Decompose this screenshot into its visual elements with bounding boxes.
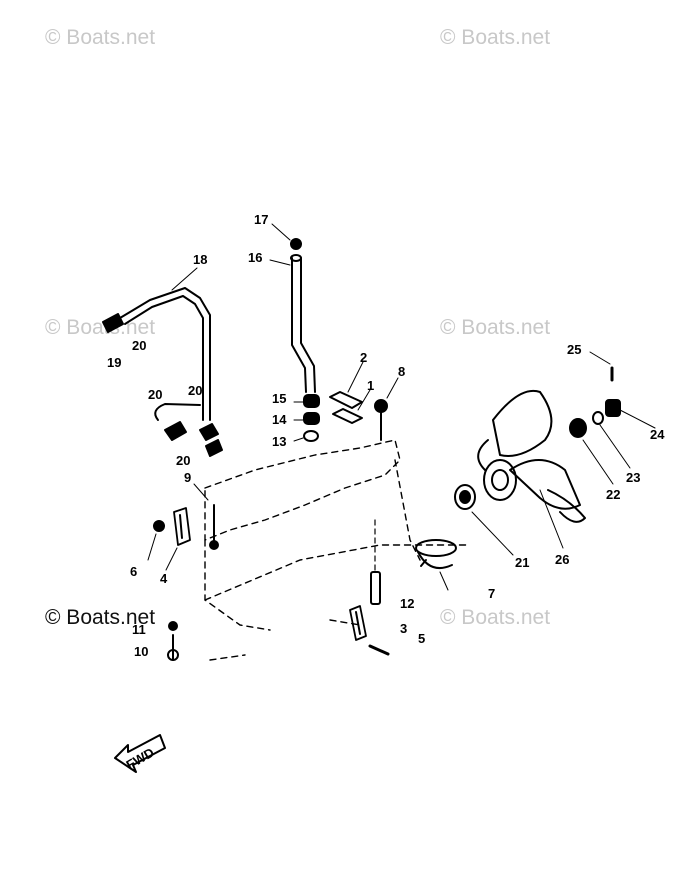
- hose: [119, 287, 211, 421]
- callout-3: 3: [400, 621, 407, 636]
- clip: [154, 403, 223, 457]
- bolt: [370, 519, 381, 605]
- water-strainer: [415, 539, 457, 569]
- callout-1: 1: [367, 378, 374, 393]
- callout-23: 23: [626, 470, 640, 485]
- plate: [329, 391, 363, 424]
- callout-24: 24: [650, 427, 665, 442]
- forward-arrow-icon: [114, 734, 166, 773]
- grommet: [290, 238, 302, 250]
- callout-5: 5: [418, 631, 425, 646]
- callout-20: 20: [132, 338, 146, 353]
- callout-16: 16: [248, 250, 262, 265]
- bolt: [374, 399, 388, 441]
- bolt: [167, 621, 179, 661]
- thrust-washer: [454, 484, 476, 510]
- callout-14: 14: [272, 412, 287, 427]
- watermark: © Boats.net: [440, 26, 551, 49]
- shift-rod: [209, 504, 219, 550]
- callout-12: 12: [400, 596, 414, 611]
- callout-8: 8: [398, 364, 405, 379]
- callout-7: 7: [488, 586, 495, 601]
- gear-case-housing: [204, 439, 471, 661]
- callout-25: 25: [567, 342, 581, 357]
- watermark: © Boats.net: [440, 316, 551, 339]
- bolt: [368, 644, 390, 656]
- callout-18: 18: [193, 252, 207, 267]
- watermark: © Boats.net: [45, 606, 156, 629]
- callout-20: 20: [176, 453, 190, 468]
- callout-11: 11: [132, 622, 146, 637]
- propeller: [477, 389, 586, 523]
- watermark: © Boats.net: [45, 26, 156, 49]
- seal-stack: [303, 394, 320, 442]
- callout-20: 20: [148, 387, 162, 402]
- leader-lines: [147, 223, 656, 591]
- spacer: [592, 411, 604, 425]
- callout-2: 2: [360, 350, 367, 365]
- washer: [569, 418, 587, 438]
- nut: [153, 520, 165, 532]
- callout-17: 17: [254, 212, 268, 227]
- callout-labels: 17 16 18 20 19 20 20 20 15 14 13 2 1 8 9…: [107, 212, 665, 772]
- water-tube: [290, 254, 316, 393]
- clip: [102, 313, 124, 333]
- callout-26: 26: [555, 552, 569, 567]
- callout-22: 22: [606, 487, 620, 502]
- callout-15: 15: [272, 391, 286, 406]
- watermark: © Boats.net: [440, 606, 551, 629]
- callout-10: 10: [134, 644, 148, 659]
- callout-6: 6: [130, 564, 137, 579]
- callout-20: 20: [188, 383, 202, 398]
- callout-21: 21: [515, 555, 529, 570]
- trim-tab: [349, 605, 367, 641]
- callout-9: 9: [184, 470, 191, 485]
- callout-19: 19: [107, 355, 121, 370]
- callout-4: 4: [160, 571, 168, 586]
- callout-13: 13: [272, 434, 286, 449]
- anode: [173, 507, 191, 546]
- nut: [605, 399, 621, 417]
